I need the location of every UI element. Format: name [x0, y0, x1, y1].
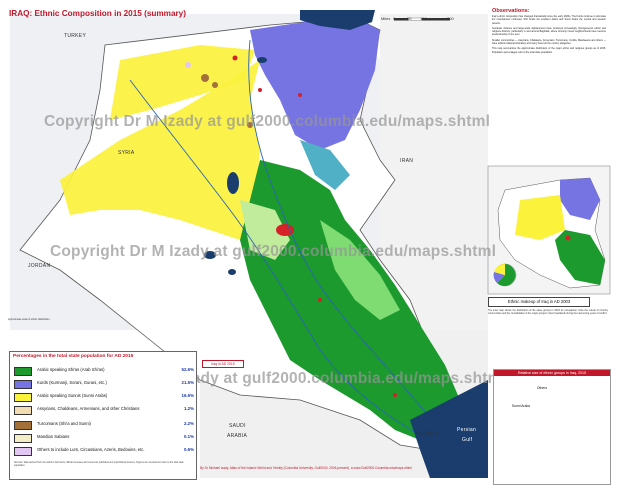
legend-label: Arabic speaking Sunnis (Sunni Arabs)	[37, 393, 108, 398]
scale-unit: Miles	[381, 16, 391, 21]
legend-row: Arabic speaking Sunnis (Sunni Arabs) 16.…	[14, 393, 194, 403]
legend-panel: Percentages in the total state populatio…	[9, 351, 197, 480]
legend-row: Mandian Sabians 0.1%	[14, 434, 194, 444]
observations-text-1: Iraq's ethnic composition has changed dr…	[492, 15, 606, 25]
legend-label: Mandian Sabians	[37, 434, 70, 439]
map-title: IRAQ: Ethnic Composition in 2015 (summar…	[9, 9, 186, 18]
label-syria: SYRIA	[118, 150, 135, 156]
legend-percent: 0.6%	[183, 447, 194, 452]
watermark-2: Copyright Dr M Izady at gulf2000.columbi…	[50, 243, 497, 260]
legend-heading: Percentages in the total state populatio…	[13, 354, 134, 359]
legend-note: Sources: Data derived from the author's …	[14, 462, 184, 467]
observations-heading: Observations:	[492, 8, 530, 14]
observations-text-3: Smaller communities — Assyrians, Chaldea…	[492, 38, 606, 46]
lake-habbaniyah	[204, 251, 216, 259]
inset-caption: Ethnic makeup of Iraq in AD 2003	[488, 297, 590, 307]
turcoman-area-2	[212, 82, 218, 88]
town-marker-3	[298, 93, 302, 97]
lake-mosul	[257, 57, 267, 63]
euphrates-river	[129, 79, 431, 441]
legend-row: Assyrians, Chaldeans, Armenians, and oth…	[14, 406, 194, 416]
pie-heading: Relative size of ethnic groups in Iraq, …	[494, 370, 610, 376]
kurd-region	[250, 18, 380, 150]
observations-text-4: This map summarizes the approximate dist…	[492, 47, 606, 54]
legend-row: Arabic speaking Shi'as (Arab Shi'as) 52.…	[14, 367, 194, 377]
label-turkey: TURKEY	[64, 33, 87, 39]
inset-note-text: The inset map shows the distribution of …	[488, 309, 608, 316]
baghdad-marker	[276, 224, 294, 236]
legend-swatch	[14, 393, 32, 402]
pie-label-shia: Arabic speaking Shi'as (Arab Shi'as)	[561, 422, 597, 430]
mixed-kurd-region	[300, 140, 350, 190]
iran-land	[380, 14, 488, 330]
tigris-river	[248, 39, 441, 431]
map-date-box: Iraq in AD 2015	[202, 360, 244, 368]
legend-label: Arabic speaking Shi'as (Arab Shi'as)	[37, 367, 105, 372]
sunni-region	[60, 60, 260, 240]
inset-note: The inset map shows the distribution of …	[488, 309, 608, 371]
legend-percent: 0.1%	[183, 434, 194, 439]
pie-label-others: Others	[536, 386, 548, 390]
legend-swatch	[14, 406, 32, 415]
label-kuwait: KUWAIT	[417, 431, 439, 437]
pie-label-kurds: Kurds	[515, 440, 525, 444]
other-area	[185, 62, 191, 68]
label-saudi: SAUDI	[229, 423, 246, 429]
shia-region	[240, 160, 460, 440]
map-credit: By Dr Michael Izady, Atlas of the Islami…	[200, 466, 412, 470]
town-marker-5	[393, 393, 397, 397]
legend-row: Turcomans (Shi'a and Sunni) 2.2%	[14, 421, 194, 431]
town-marker-2	[258, 88, 262, 92]
turcoman-area-3	[247, 122, 253, 128]
legend-row: Others to include Lurs, Circassians, Aze…	[14, 447, 194, 457]
legend-percent: 21.5%	[181, 380, 194, 385]
observations-panel: Observations: Iraq's ethnic composition …	[492, 8, 606, 166]
label-arabia: ARABIA	[227, 433, 248, 439]
legend-percent: 52.6%	[181, 367, 194, 372]
scale-tick-100: 100	[420, 16, 427, 21]
legend-swatch	[14, 367, 32, 376]
lake-urmia	[300, 10, 375, 30]
label-persian: Persian	[457, 427, 477, 433]
lake-razzaza	[228, 269, 236, 275]
scale-tick-0: 0	[393, 16, 396, 21]
legend-swatch	[14, 447, 32, 456]
legend-swatch	[14, 421, 32, 430]
legend-row: Kurds (Kurmanji, Sorani, Gurani, etc.) 2…	[14, 380, 194, 390]
lake-tharthar	[227, 172, 239, 194]
legend-swatch	[14, 434, 32, 443]
label-iran: IRAN	[400, 158, 414, 164]
legend-percent: 1.2%	[183, 406, 194, 411]
persian-gulf	[410, 380, 488, 478]
observations-text-2: Sectarian violence and large-scale displ…	[492, 26, 606, 37]
town-marker-4	[318, 298, 322, 302]
watermark-1: Copyright Dr M Izady at gulf2000.columbi…	[44, 113, 491, 130]
mixed-baghdad-region	[240, 200, 290, 260]
scale-tick-200: 200	[447, 16, 454, 21]
legend-percent: 16.5%	[181, 393, 194, 398]
scale-strip-text: Approximate scale of ethnic distribution	[8, 318, 50, 321]
legend-label: Turcomans (Shi'a and Sunni)	[37, 421, 91, 426]
scale-tick-50: 50	[407, 16, 412, 21]
legend-swatch	[14, 380, 32, 389]
town-marker	[232, 55, 238, 61]
legend-label: Kurds (Kurmanji, Sorani, Gurani, etc.)	[37, 380, 107, 385]
pie-label-sunni: Sunni Arabs	[511, 404, 531, 408]
scale-strip: Approximate scale of ethnic distribution	[8, 318, 124, 332]
inset-map	[487, 165, 611, 295]
label-jordan: JORDAN	[28, 263, 51, 269]
scale-bar	[394, 17, 450, 21]
pie-panel: Relative size of ethnic groups in Iraq, …	[493, 369, 611, 485]
shia-marsh-region	[320, 220, 400, 320]
legend-label: Assyrians, Chaldeans, Armenians, and oth…	[37, 406, 140, 411]
legend-label: Others to include Lurs, Circassians, Aze…	[37, 447, 145, 452]
label-gulf: Gulf	[462, 437, 473, 443]
turcoman-area	[201, 74, 209, 82]
legend-percent: 2.2%	[183, 421, 194, 426]
